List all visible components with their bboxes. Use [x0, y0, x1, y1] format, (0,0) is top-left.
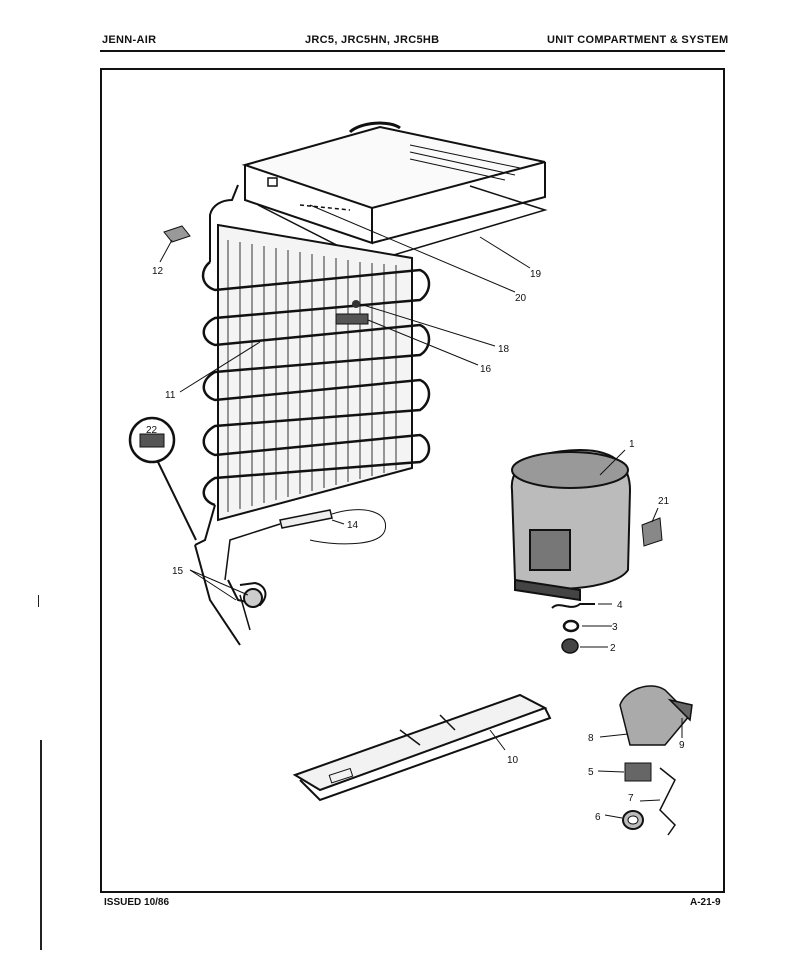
callout-20: 20: [515, 293, 527, 304]
callout-15: 15: [172, 566, 184, 577]
page-code: A-21-9: [690, 897, 721, 908]
model-list: JRC5, JRC5HN, JRC5HB: [305, 34, 440, 46]
callout-leaders: [159, 204, 683, 819]
issued-date: ISSUED 10/86: [104, 897, 170, 908]
header-rule: [100, 50, 725, 52]
suction-tubing: [194, 544, 267, 646]
scan-margin-tick: [38, 595, 39, 607]
part-5-relay: [624, 762, 652, 782]
callout-4: 4: [617, 600, 623, 611]
callout-18: 18: [498, 344, 510, 355]
scan-margin-mark: [40, 740, 42, 950]
callout-22: 22: [146, 425, 158, 436]
part-7-retainer: [659, 767, 676, 836]
drain-pan: [292, 693, 552, 802]
callout-16: 16: [480, 364, 492, 375]
filter-drier: [224, 509, 386, 581]
callout-21: 21: [658, 496, 670, 507]
brand-label: JENN-AIR: [102, 34, 157, 46]
callout-2: 2: [610, 643, 616, 654]
callout-6: 6: [595, 812, 601, 823]
part-16-18-bracket: [335, 300, 369, 325]
part-6-overload: [622, 810, 644, 830]
part-4-clip: [551, 603, 595, 609]
callout-11: 11: [165, 390, 176, 401]
callout-19: 19: [530, 269, 542, 280]
callout-10: 10: [507, 755, 519, 766]
callout-7: 7: [628, 793, 634, 804]
part-8-terminal-cover: [619, 685, 693, 746]
callout-3: 3: [612, 622, 618, 633]
unit-cover-shelf: [241, 121, 546, 245]
part-21-bracket: [641, 517, 663, 547]
callout-1: 1: [629, 439, 635, 450]
diagram-frame: [100, 68, 725, 893]
part-2-grommet: [561, 638, 579, 654]
callout-9: 9: [679, 740, 685, 751]
section-title: UNIT COMPARTMENT & SYSTEM: [547, 34, 729, 46]
lower-shelf-plate: [257, 185, 548, 263]
part-3-grommet: [562, 619, 580, 633]
condenser-coil: [194, 184, 431, 546]
callout-8: 8: [588, 733, 594, 744]
part-22-inset: [128, 416, 197, 541]
callout-14: 14: [347, 520, 359, 531]
callout-5: 5: [588, 767, 594, 778]
part-12-clip: [163, 225, 191, 243]
compressor: [510, 448, 632, 602]
callout-12: 12: [152, 266, 164, 277]
